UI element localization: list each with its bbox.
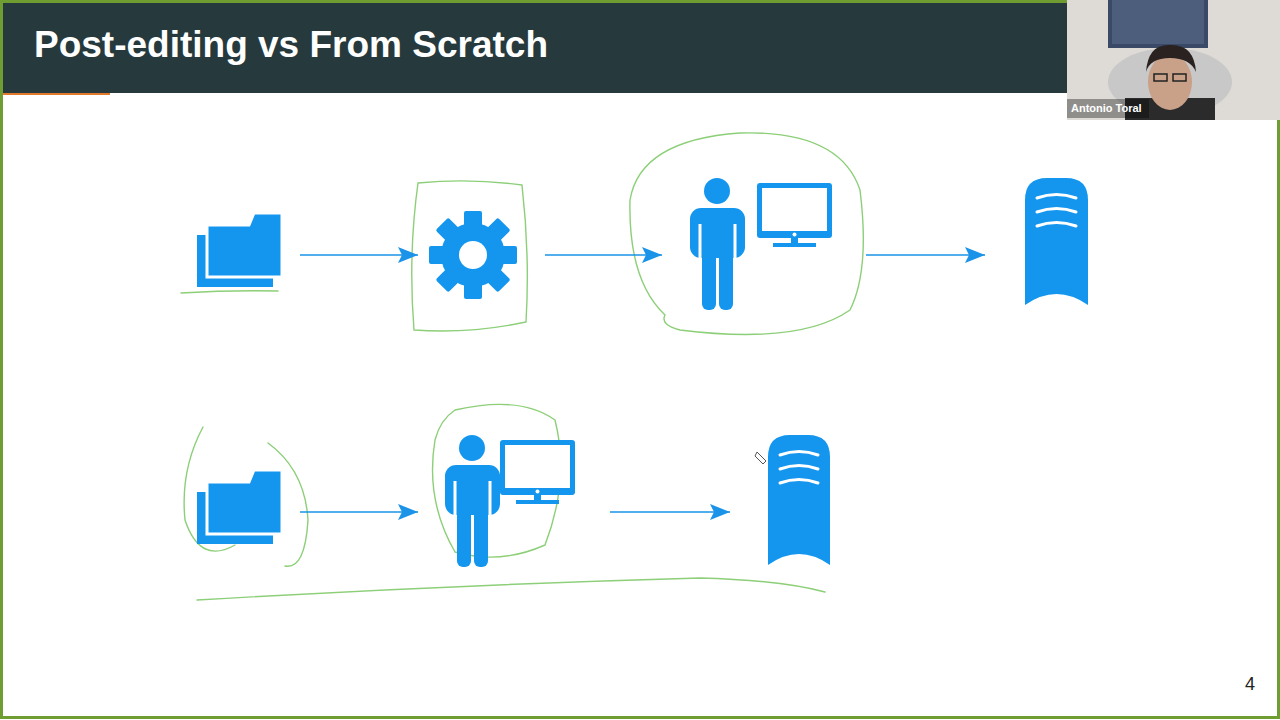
speaker-name: Antonio Toral [1071, 102, 1142, 114]
pen-cursor [755, 452, 766, 464]
icon-shape [197, 470, 282, 544]
user-icon [662, 175, 866, 335]
page-number: 4 [1245, 674, 1255, 695]
header-accent [0, 93, 110, 95]
icon-shape [1025, 178, 1088, 305]
icon-graphic [418, 432, 610, 592]
icon-shape [429, 211, 517, 299]
header-bar [0, 0, 1067, 93]
folder-icon [180, 195, 300, 315]
gear-icon [418, 195, 545, 315]
icon-graphic [180, 452, 300, 572]
folder-icon [180, 452, 300, 572]
icon-graphic [418, 195, 545, 315]
icon-shape [197, 213, 282, 287]
icon-graphic [730, 432, 840, 592]
flow-arrow [300, 254, 418, 256]
icon-shape [768, 435, 830, 565]
flow-arrow [866, 254, 985, 256]
slide-title: Post-editing vs From Scratch [34, 24, 548, 66]
icon-shape [690, 178, 832, 310]
user-icon [418, 432, 610, 592]
flow-arrow [300, 511, 418, 513]
hand-annotation [181, 133, 863, 600]
flow-arrow [610, 511, 730, 513]
doc-icon [730, 432, 840, 592]
icon-shape [445, 435, 575, 567]
icon-graphic [985, 170, 1095, 340]
icon-graphic [662, 175, 866, 335]
webcam-view [1067, 0, 1280, 120]
doc-icon [985, 170, 1095, 340]
flow-arrow [545, 254, 662, 256]
icon-graphic [180, 195, 300, 315]
